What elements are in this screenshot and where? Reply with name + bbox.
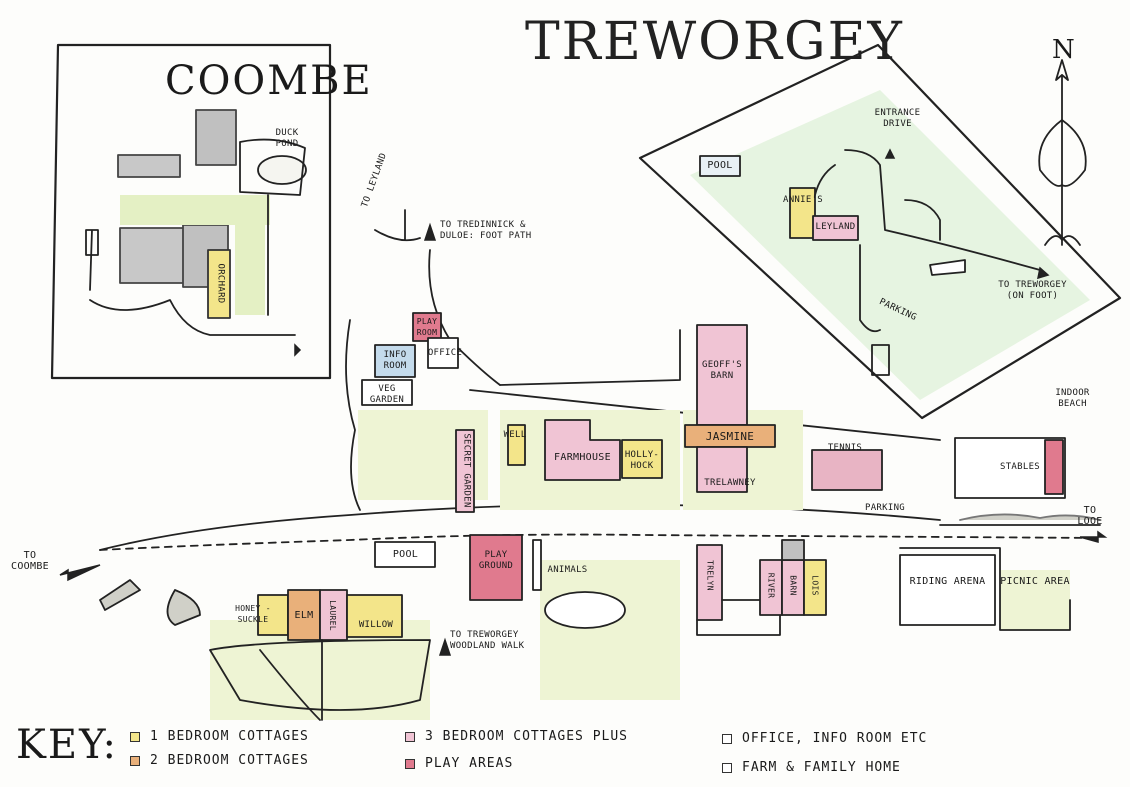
key-item-office: OFFICE, INFO ROOM ETC [722, 731, 927, 746]
farmhouse-label: FARMHOUSE [554, 452, 611, 463]
compass-north-label: N [1052, 35, 1077, 65]
compass-rose [1038, 59, 1087, 246]
elm-shape [287, 589, 321, 641]
stables-label: STABLES [999, 462, 1041, 472]
secret-garden-shape [455, 429, 475, 513]
play-room-label: PLAY ROOM [416, 317, 438, 337]
trelawney-label: TRELAWNEY [704, 478, 756, 488]
key-label-office: OFFICE, INFO ROOM ETC [742, 731, 928, 746]
duck-pond-label: DUCK POND [275, 128, 299, 149]
annies-label: ANNIE'S [782, 195, 824, 205]
direction-arrows [59, 148, 1108, 656]
key-item-1bed: 1 BEDROOM COTTAGES [130, 729, 309, 744]
trelyn-label: TRELYN [705, 560, 715, 591]
honeysuckle-label: HONEY -SUCKLE [235, 604, 271, 624]
play-ground-shape [469, 534, 523, 601]
lois-shape [803, 559, 827, 616]
coombe-title: COOMBE [165, 58, 373, 104]
geoffs-barn-label: GEOFF'S BARN [701, 360, 743, 381]
animals-label: ANIMALS [547, 565, 588, 575]
elm-label: ELM [294, 610, 314, 621]
entrance-drive-label: ENTRANCE DRIVE [874, 108, 921, 129]
key-label-1bed: 1 BEDROOM COTTAGES [150, 729, 309, 744]
lois-label: LOIS [810, 575, 820, 596]
orchard-label: ORCHARD [215, 263, 226, 304]
play-room-shape [412, 312, 442, 342]
willow-shape [346, 594, 403, 638]
barn-label: BARN [788, 575, 798, 596]
indoor-beach-label: INDOOR BEACH [1055, 388, 1090, 409]
info-room-label: INFO ROOM [383, 350, 407, 371]
pool-shape [374, 541, 436, 568]
hollyhock-label: HOLLY-HOCK [624, 450, 660, 471]
play-ground-label: PLAY GROUND [478, 550, 514, 571]
trelyn-shape [696, 544, 723, 621]
hedge-line [959, 513, 1101, 521]
swatch-play [405, 758, 415, 769]
coombe-inset [50, 43, 332, 380]
leyland-pool-label: POOL [707, 160, 733, 171]
office-label: OFFICE [427, 348, 463, 358]
picnic-area-label: PICNIC AREA [1000, 576, 1070, 587]
well-shape [507, 424, 526, 466]
key-label-play: PLAY AREAS [425, 756, 514, 771]
laurel-shape [319, 589, 348, 641]
trelawney-shape [696, 446, 748, 493]
to-tredinnick-label: TO TREDINNICK & DULOE: FOOT PATH [440, 220, 532, 241]
indoor-beach-shape [1044, 439, 1064, 495]
swatch-3bed [405, 731, 415, 742]
swatch-2bed [130, 755, 140, 766]
key-title: KEY: [16, 722, 119, 768]
map-title: TREWORGEY [525, 12, 904, 72]
tennis-label: TENNIS [827, 443, 863, 453]
hollyhock-shape [621, 439, 663, 479]
key-item-play: PLAY AREAS [405, 756, 513, 771]
secret-garden-label: SECRET GARDEN [461, 433, 472, 508]
laurel-label: LAUREL [328, 600, 337, 631]
key-label-3bed: 3 BEDROOM COTTAGES PLUS [425, 729, 629, 744]
river-label: RIVER [766, 572, 776, 599]
key-label-farm: FARM & FAMILY HOME [742, 760, 901, 775]
key-item-farm: FARM & FAMILY HOME [722, 760, 901, 775]
jasmine-label: JASMINE [705, 430, 755, 443]
veg-garden-label: VEG GARDEN [369, 384, 405, 405]
key-item-3bed: 3 BEDROOM COTTAGES PLUS [405, 729, 628, 744]
tennis-shape [811, 449, 883, 491]
to-treworgey-on-foot-label: TO TREWORGEY (ON FOOT) [998, 280, 1067, 301]
swatch-farm [722, 762, 732, 773]
swatch-office [722, 733, 732, 744]
well-label: WELL [503, 430, 527, 440]
riding-arena-shape [899, 554, 996, 626]
to-looe-label: TO LOOE [1077, 505, 1103, 527]
swatch-1bed [130, 731, 140, 742]
willow-label: WILLOW [358, 620, 394, 630]
to-coombe-label: TO COOMBE [11, 550, 49, 572]
farmhouse-shape [544, 419, 621, 481]
key-label-2bed: 2 BEDROOM COTTAGES [150, 753, 309, 768]
to-woodland-label: TO TREWORGEY WOODLAND WALK [450, 630, 525, 651]
geoffs-barn-shape [696, 324, 748, 426]
info-room-shape [374, 344, 416, 378]
leyland-inset [638, 43, 1122, 420]
leyland-label: LEYLAND [815, 222, 856, 232]
riding-arena-label: RIDING ARENA [909, 576, 986, 587]
parking-label: PARKING [864, 503, 906, 513]
key-item-2bed: 2 BEDROOM COTTAGES [130, 753, 309, 768]
pool-label: POOL [392, 549, 419, 560]
